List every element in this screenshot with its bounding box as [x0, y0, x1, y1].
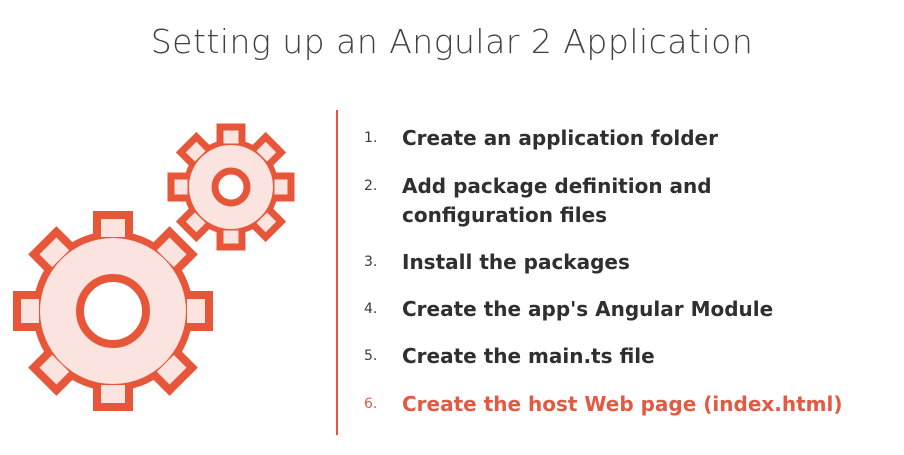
gears-icon [13, 123, 295, 411]
step-number: 3. [364, 254, 378, 270]
step-line: Create an application folder [402, 126, 718, 150]
step-item-2: 2. Add package definition and configurat… [364, 172, 894, 230]
step-text: Install the packages [402, 248, 630, 277]
step-line: Create the app's Angular Module [402, 297, 774, 321]
vertical-divider [336, 110, 338, 435]
step-text: Create the app's Angular Module [402, 295, 773, 324]
step-item-6: 6. Create the host Web page (index.html) [364, 390, 894, 419]
step-line: Install the packages [402, 250, 630, 274]
step-text: Create an application folder [402, 124, 718, 153]
step-text: Add package definition and configuration… [402, 172, 712, 230]
step-number: 2. [364, 178, 378, 194]
step-item-1: 1. Create an application folder [364, 124, 894, 153]
step-number: 5. [364, 348, 378, 364]
step-item-5: 5. Create the main.ts file [364, 342, 894, 371]
step-line: Create the host Web page (index.html) [402, 392, 843, 416]
step-line: Create the main.ts file [402, 344, 655, 368]
slide-title: Setting up an Angular 2 Application [150, 22, 754, 61]
step-line: configuration files [402, 203, 608, 227]
step-number: 1. [364, 130, 378, 146]
step-number: 6. [364, 396, 378, 412]
large-gear-icon [13, 211, 213, 411]
step-text: Create the main.ts file [402, 342, 655, 371]
step-text: Create the host Web page (index.html) [402, 390, 843, 419]
step-line: Add package definition and [402, 174, 712, 198]
step-number: 4. [364, 301, 378, 317]
step-item-4: 4. Create the app's Angular Module [364, 295, 894, 324]
small-gear-icon [167, 123, 295, 251]
step-item-3: 3. Install the packages [364, 248, 894, 277]
